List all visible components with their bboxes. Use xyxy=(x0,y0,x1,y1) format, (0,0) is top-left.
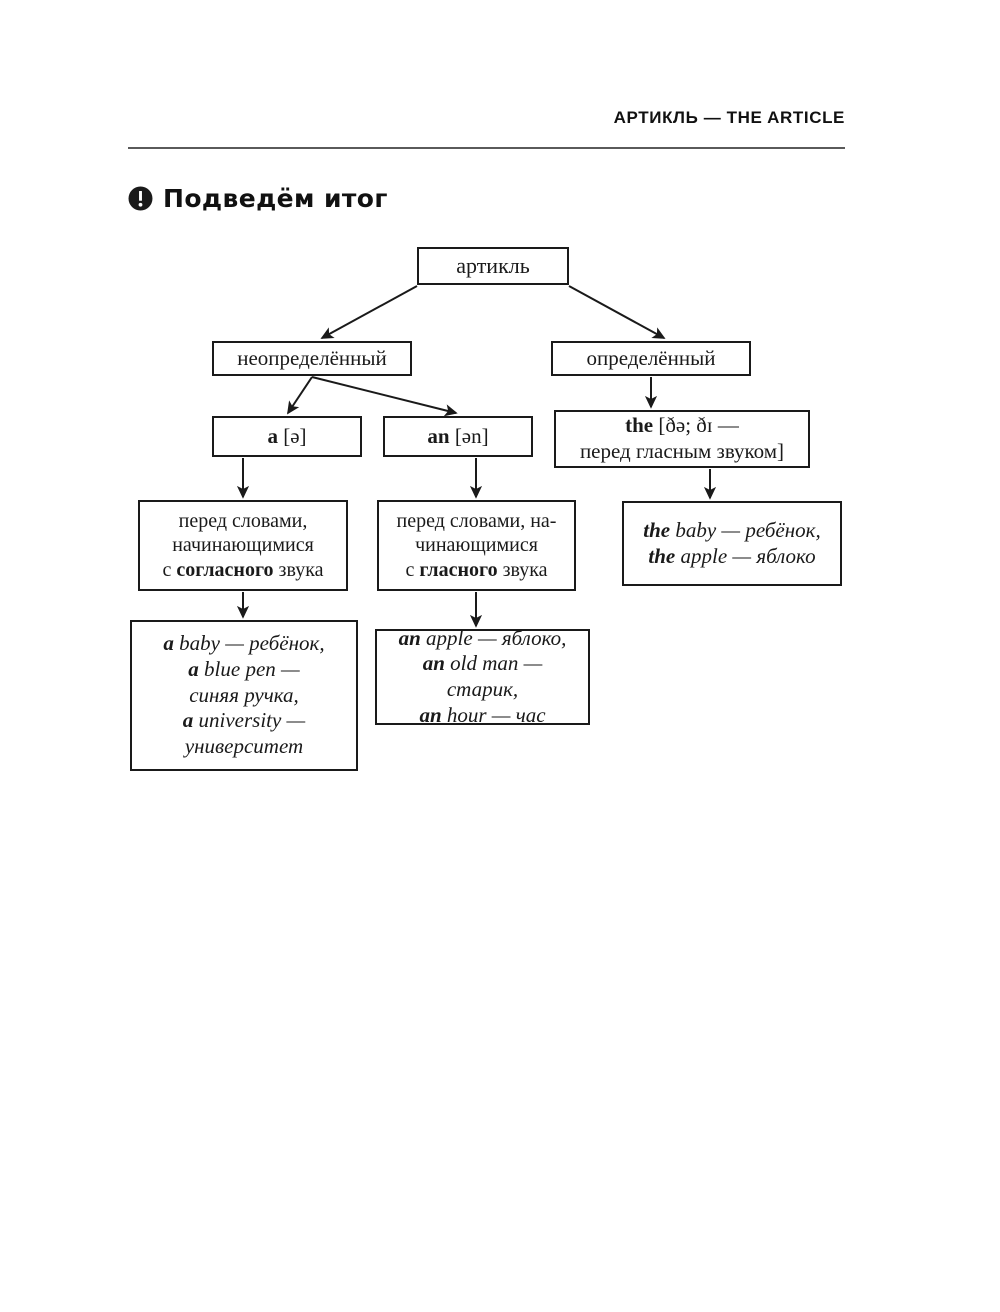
examples-list: an apple — яблоко,an old man — старик,an… xyxy=(385,626,580,728)
example-text: apple — яблоко xyxy=(675,543,816,568)
example-text: apple — яблоко, xyxy=(420,625,567,650)
node-label: определённый xyxy=(586,345,716,370)
example-text: синяя ручка, xyxy=(189,682,299,707)
article-form: a xyxy=(267,423,278,448)
examples-list: the baby — ребёнок,the apple — яблоко xyxy=(632,518,832,569)
node-label: a [ə] xyxy=(222,424,352,450)
example-line: the baby — ребёнок, xyxy=(643,518,821,542)
example-article: an xyxy=(398,625,421,650)
example-article: the xyxy=(648,543,676,568)
exclamation-circle-icon xyxy=(128,186,153,211)
example-line: the apple — яблоко xyxy=(648,544,815,568)
example-line: a baby — ребёнок, xyxy=(163,631,324,655)
header-divider xyxy=(128,147,845,149)
node-label: неопределённый xyxy=(237,345,387,370)
desc-line-3-prefix: с xyxy=(162,558,177,581)
example-text: университет xyxy=(184,733,304,758)
node-examples-a[interactable]: a baby — ребёнок,a blue pen —синяя ручка… xyxy=(130,620,358,771)
node-article-root[interactable]: артикль xyxy=(417,247,569,285)
desc-line-2: начинающимися xyxy=(172,534,314,557)
article-transcription: [ə] xyxy=(283,423,307,448)
desc-line-1: перед словами, xyxy=(178,509,308,532)
example-text: baby — ребёнок, xyxy=(173,631,325,656)
desc-line-3-suffix: звука xyxy=(497,558,548,581)
example-line: an old man — старик, xyxy=(423,651,543,701)
node-article-a[interactable]: a [ə] xyxy=(212,416,362,457)
desc-line-3-suffix: звука xyxy=(273,558,324,581)
section-title: Подведём итог xyxy=(163,184,388,213)
example-line: синяя ручка, xyxy=(189,683,299,707)
example-line: университет xyxy=(185,734,303,758)
example-text: hour — час xyxy=(441,702,546,727)
desc-line-3-emphasis: согласного xyxy=(176,558,274,581)
node-indefinite-article[interactable]: неопределённый xyxy=(212,341,412,376)
examples-list: a baby — ребёнок,a blue pen —синяя ручка… xyxy=(140,631,348,759)
desc-line-3-prefix: с xyxy=(405,558,420,581)
article-transcription-line-2: перед гласным звуком] xyxy=(579,439,785,463)
node-label: артикль xyxy=(456,252,530,278)
example-line: a university — xyxy=(183,708,305,732)
example-article: an xyxy=(419,702,442,727)
node-examples-an[interactable]: an apple — яблоко,an old man — старик,an… xyxy=(375,626,590,728)
node-examples-the[interactable]: the baby — ребёнок,the apple — яблоко xyxy=(622,501,842,586)
example-article: a xyxy=(182,708,194,733)
example-article: a xyxy=(163,631,174,656)
node-definite-article[interactable]: определённый xyxy=(551,341,751,376)
example-article: an xyxy=(422,651,445,676)
node-article-an[interactable]: an [ən] xyxy=(383,416,533,457)
example-text: blue pen — xyxy=(198,657,300,682)
example-article: a xyxy=(188,657,199,682)
node-label: the [ðə; ðɪ —перед гласным звуком] xyxy=(564,413,800,464)
article-transcription: [ən] xyxy=(454,423,489,448)
example-line: an hour — час xyxy=(419,703,545,727)
example-article: the xyxy=(643,517,671,542)
article-form: the xyxy=(625,413,654,438)
article-transcription-line-1: [ðə; ðɪ — xyxy=(658,413,739,438)
running-head: АРТИКЛЬ — THE ARTICLE xyxy=(613,108,845,127)
section-heading: Подведём итог xyxy=(128,184,388,213)
article-form: an xyxy=(427,423,450,448)
desc-line-3-emphasis: гласного xyxy=(419,558,498,581)
example-line: a blue pen — xyxy=(188,657,299,681)
desc-line-1: перед словами, на- xyxy=(396,509,557,532)
desc-line-2: чинающимися xyxy=(415,534,538,557)
example-text: old man — старик, xyxy=(444,651,543,701)
node-label: an [ən] xyxy=(393,424,523,450)
example-text: university — xyxy=(193,708,306,733)
node-article-the[interactable]: the [ðə; ðɪ —перед гласным звуком] xyxy=(554,410,810,468)
example-line: an apple — яблоко, xyxy=(399,626,567,650)
example-text: baby — ребёнок, xyxy=(670,517,821,542)
